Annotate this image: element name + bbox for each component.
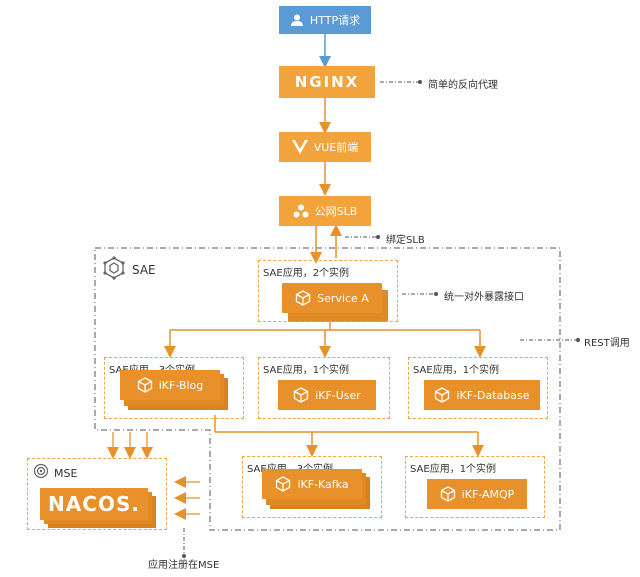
user-icon: [290, 13, 304, 27]
cube-icon: [293, 387, 309, 403]
blog-group: [104, 357, 244, 419]
nginx-node: NGINX: [279, 66, 375, 98]
cube-icon: [434, 387, 450, 403]
service-a-label: Service A: [317, 291, 369, 305]
database-caption: SAE应用，1个实例: [413, 365, 500, 376]
service-a-note: 统一对外暴露接口: [444, 292, 524, 303]
service-a-caption: SAE应用，2个实例: [263, 268, 350, 279]
mse-header: MSE: [33, 463, 77, 483]
slb-icon: [293, 204, 309, 218]
user-caption: SAE应用，1个实例: [263, 365, 350, 376]
blog-node: iKF-Blog: [120, 370, 220, 400]
mse-register-note: 应用注册在MSE: [148, 560, 220, 571]
http-request-label: HTTP请求: [309, 14, 361, 27]
rest-note: REST调用: [584, 338, 630, 349]
amqp-group: [405, 456, 545, 518]
nacos-logo: NACOS.: [48, 492, 140, 516]
http-request-node: HTTP请求: [279, 6, 371, 34]
cube-icon: [137, 377, 153, 393]
cube-icon: [295, 290, 311, 306]
nacos-node: NACOS.: [40, 488, 148, 520]
service-a-group: [258, 260, 398, 322]
vue-frontend-node: VUE前端: [279, 132, 371, 162]
amqp-caption: SAE应用，1个实例: [410, 464, 497, 475]
database-node: iKF-Database: [424, 380, 540, 410]
service-a-node: Service A: [282, 283, 382, 313]
kafka-node: iKF-Kafka: [262, 469, 362, 499]
slb-note: 绑定SLB: [386, 235, 425, 246]
user-node: iKF-User: [278, 380, 376, 410]
mse-group: [27, 458, 167, 530]
mse-icon: [33, 463, 49, 483]
amqp-label: iKF-AMQP: [461, 487, 515, 501]
nginx-logo: NGINX: [294, 73, 360, 91]
user-group: [258, 357, 390, 419]
kafka-label: iKF-Kafka: [297, 477, 349, 491]
cube-icon: [275, 476, 291, 492]
sae-boundary: [94, 247, 561, 531]
mse-label: MSE: [54, 466, 78, 480]
sae-header: SAE: [102, 256, 156, 284]
database-label: iKF-Database: [456, 388, 530, 402]
nginx-note: 简单的反向代理: [428, 80, 498, 91]
vue-icon: [291, 140, 308, 154]
kafka-group: [242, 456, 382, 518]
amqp-node: iKF-AMQP: [427, 479, 527, 509]
blog-label: iKF-Blog: [158, 378, 204, 392]
vue-frontend-label: VUE前端: [313, 141, 359, 154]
database-group: [408, 357, 548, 419]
public-slb-label: 公网SLB: [314, 205, 358, 218]
user-label: iKF-User: [315, 388, 361, 402]
sae-label: SAE: [132, 263, 156, 277]
public-slb-node: 公网SLB: [279, 196, 371, 226]
cube-icon: [440, 486, 456, 502]
sae-icon: [102, 256, 126, 284]
